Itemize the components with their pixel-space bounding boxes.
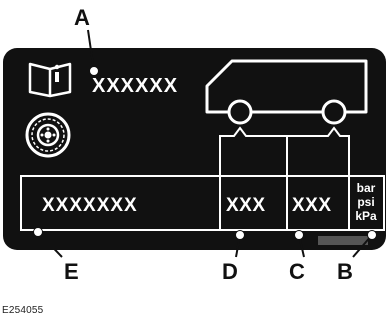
barcode-strip <box>318 236 368 245</box>
callout-a: A <box>74 5 90 30</box>
placard-panel <box>3 48 386 250</box>
callout-e: E <box>64 259 79 284</box>
cell-c-text: XXX <box>292 195 332 216</box>
unit-bar-label: bar <box>357 181 376 195</box>
callout-c: C <box>289 259 305 284</box>
unit-kpa-label: kPa <box>355 209 377 223</box>
placard-top-text: XXXXXX <box>92 75 178 97</box>
cell-e-text: XXXXXXX <box>42 195 138 216</box>
callout-d: D <box>222 259 238 284</box>
figure-id: E254055 <box>2 305 43 316</box>
cell-d-text: XXX <box>226 195 266 216</box>
unit-psi-label: psi <box>357 195 374 209</box>
callout-b: B <box>337 259 353 284</box>
